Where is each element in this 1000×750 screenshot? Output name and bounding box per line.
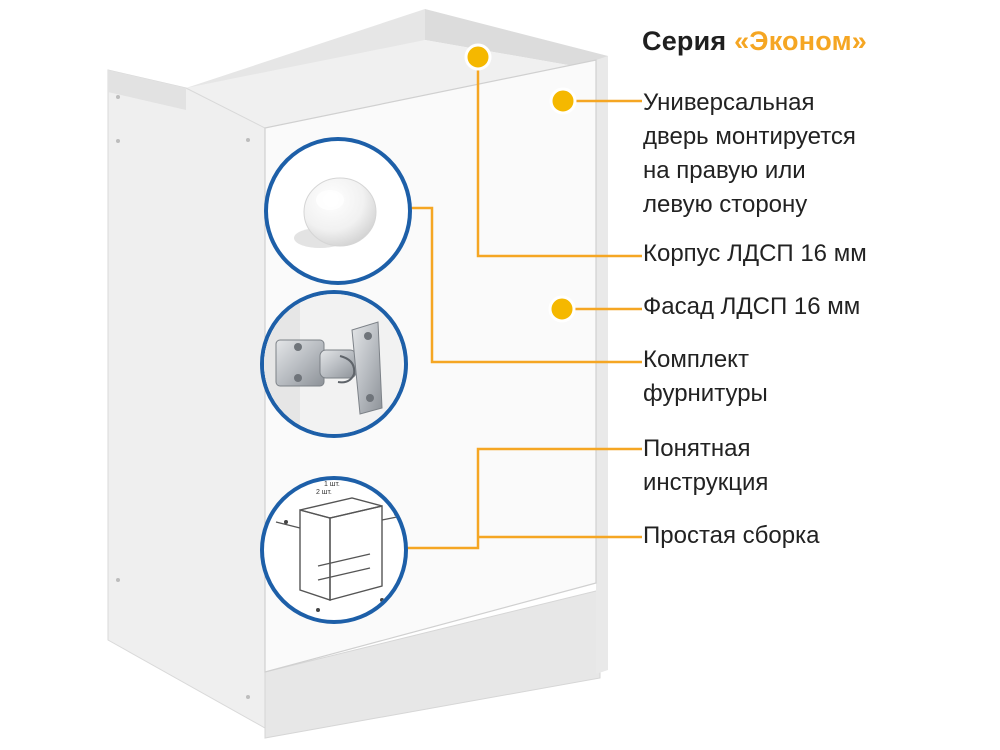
left-side-panel [107, 69, 266, 729]
panel-hole [246, 695, 250, 699]
feature-line: инструкция [643, 469, 769, 496]
feature-line: Понятная [643, 435, 751, 462]
cabinet-body [107, 9, 608, 739]
marker-dot [549, 87, 577, 115]
leader-lines [405, 60, 642, 550]
right-side-edge [596, 56, 608, 674]
leader-line-hardware [405, 206, 642, 364]
feature-line: Простая сборка [643, 522, 820, 549]
feature-universal-door: Универсальная дверь монтируется на праву… [643, 86, 856, 222]
marker-dot [464, 43, 492, 71]
feature-line: Универсальная [643, 89, 815, 116]
hinge-callout [260, 290, 408, 438]
knob-callout [264, 137, 412, 285]
series-title-name: «Эконом» [734, 26, 867, 56]
feature-simple-assembly: Простая сборка [643, 519, 820, 553]
feature-facade-material: Фасад ЛДСП 16 мм [643, 290, 860, 324]
leader-line-instruction [405, 447, 642, 550]
feature-line: фурнитуры [643, 380, 768, 407]
feature-line: Фасад ЛДСП 16 мм [643, 293, 861, 320]
qty-label-1: 1 шт. [324, 481, 340, 488]
feature-line: дверь монтируется [643, 123, 856, 150]
markers [464, 43, 577, 323]
series-title: Серия «Эконом» [642, 26, 867, 57]
assembly-diagram-icon: 1 шт. 2 шт. [275, 481, 403, 612]
feature-line: Корпус ЛДСП 16 мм [643, 240, 867, 267]
panel-hole [116, 578, 120, 582]
marker-dot [548, 295, 576, 323]
feature-clear-instruction: Понятная инструкция [643, 432, 768, 500]
plinth [264, 589, 601, 739]
left-panel-edge [108, 70, 186, 110]
callout-ring [260, 476, 408, 624]
feature-hardware-kit: Комплект фурнитуры [643, 343, 768, 411]
panel-hole [246, 138, 250, 142]
feature-line: на правую или [643, 157, 806, 184]
knob-icon [294, 177, 377, 248]
instruction-callout: 1 шт. 2 шт. [260, 476, 408, 624]
feature-line: левую сторону [643, 191, 808, 218]
feature-body-material: Корпус ЛДСП 16 мм [643, 237, 867, 271]
series-title-prefix: Серия [642, 26, 727, 56]
panel-hole [116, 95, 120, 99]
leader-line-body [476, 60, 642, 258]
qty-label-2: 2 шт. [316, 489, 332, 496]
feature-line: Комплект [643, 346, 749, 373]
right-panel-top [425, 9, 608, 72]
cabinet-cavity [186, 40, 608, 128]
panel-hole [116, 139, 120, 143]
